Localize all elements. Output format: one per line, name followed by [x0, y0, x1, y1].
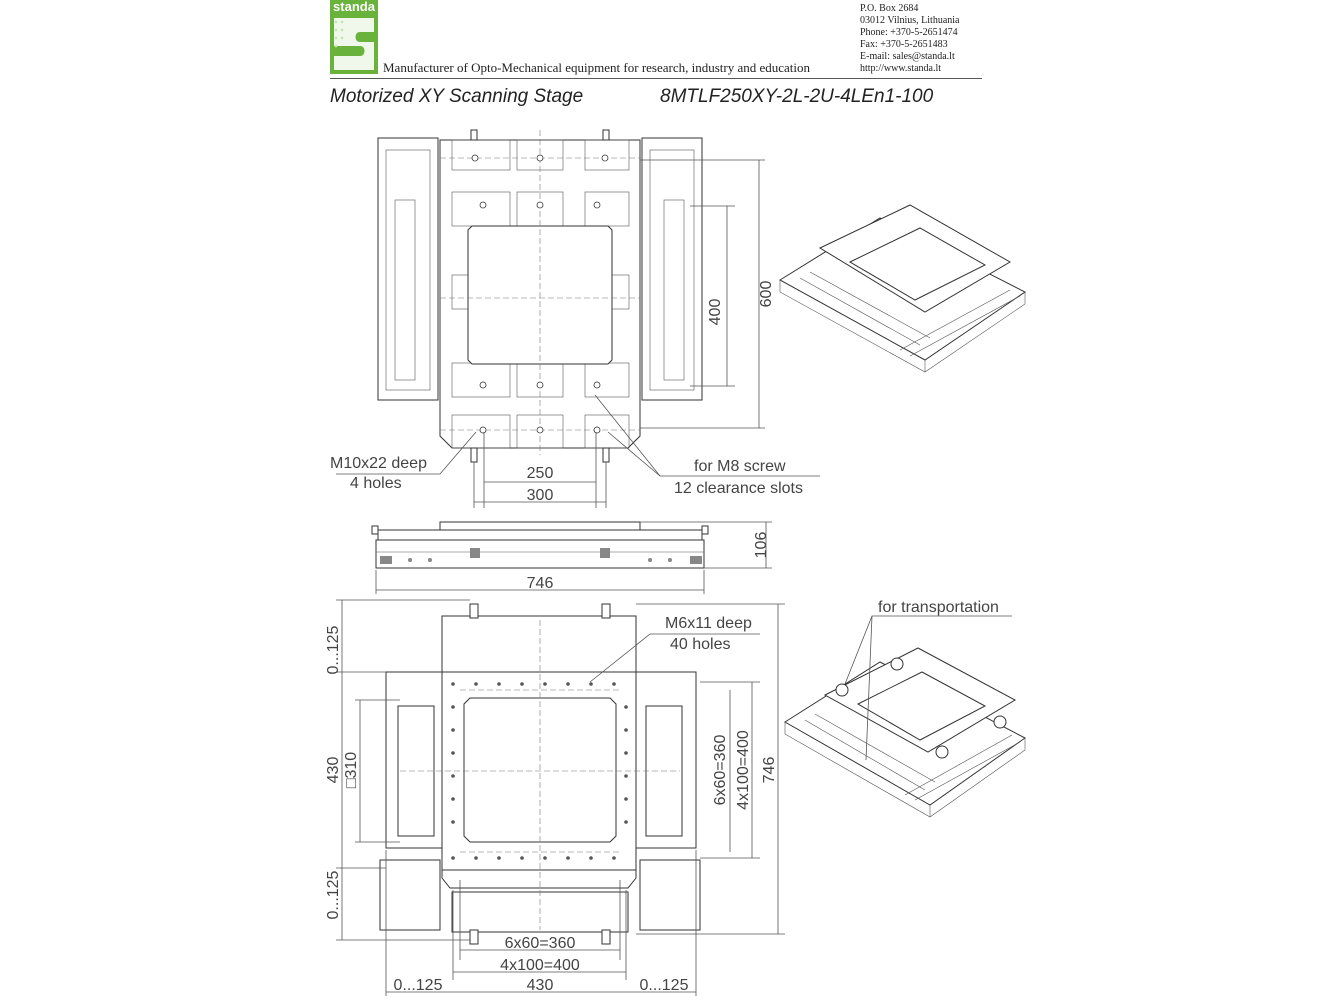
isometric-view-bottom [784, 615, 1026, 818]
dim-bottom-right-label: 0...125 [640, 977, 689, 994]
logo-wordmark: standa [330, 0, 378, 14]
dim-746-label: 746 [527, 575, 554, 592]
model-number: 8MTLF250XY-2L-2U-4LEn1-100 [660, 86, 934, 107]
dim-bottom-left-label: 0...125 [394, 977, 443, 994]
side-view [371, 521, 772, 594]
address-line: P.O. Box 2684 [860, 3, 919, 14]
side-base [375, 539, 705, 569]
callout-m10-count: 4 holes [350, 475, 402, 492]
dim-square-310-label: □310 [343, 752, 360, 788]
header-divider [330, 78, 982, 79]
mounting-slot-blocks [451, 139, 630, 449]
dim-bottom-430-label: 430 [527, 977, 554, 994]
bottom-view [336, 599, 785, 996]
x-motor-rail-left [377, 137, 439, 401]
callout-transportation: for transportation [878, 599, 999, 616]
dim-bottom-6x60-label: 6x60=360 [505, 935, 576, 952]
callout-m10-holes: M10x22 deep [330, 455, 427, 472]
company-tagline: Manufacturer of Opto-Mechanical equipmen… [383, 60, 811, 75]
callout-m8-screw: for M8 screw [694, 458, 786, 475]
dim-left-bottom-label: 0...125 [325, 870, 342, 919]
callout-clearance-slots: 12 clearance slots [674, 480, 803, 497]
standa-logo [330, 2, 378, 74]
dim-6x60-label: 6x60=360 [712, 735, 729, 806]
address-phone: Phone: +370-5-2651474 [860, 27, 958, 38]
page-title: Motorized XY Scanning Stage [330, 86, 584, 107]
dim-600-label: 600 [758, 281, 775, 308]
isometric-view-top [779, 204, 1026, 373]
address-email: E-mail: sales@standa.lt [860, 51, 955, 62]
dim-250-label: 250 [527, 465, 554, 482]
dim-bottom-4x100-label: 4x100=400 [500, 957, 580, 974]
address-fax: Fax: +370-5-2651483 [860, 39, 948, 50]
callout-m6-holes: M6x11 deep [665, 615, 752, 632]
dim-left-top-label: 0...125 [325, 625, 342, 674]
dim-400-label: 400 [707, 299, 724, 326]
company-address: P.O. Box 2684 03012 Vilnius, Lithuania P… [860, 3, 960, 75]
x-motor-rail-right [641, 137, 703, 401]
dim-300-label: 300 [527, 487, 554, 504]
callout-m6-count: 40 holes [670, 636, 731, 653]
top-view [336, 129, 820, 508]
dim-left-430-label: 430 [325, 757, 342, 784]
dim-746-right-label: 746 [761, 757, 778, 784]
address-line: 03012 Vilnius, Lithuania [860, 15, 960, 26]
address-website[interactable]: http://www.standa.lt [860, 63, 942, 74]
dim-106-label: 106 [753, 532, 770, 559]
dim-4x100-label: 4x100=400 [735, 730, 752, 810]
